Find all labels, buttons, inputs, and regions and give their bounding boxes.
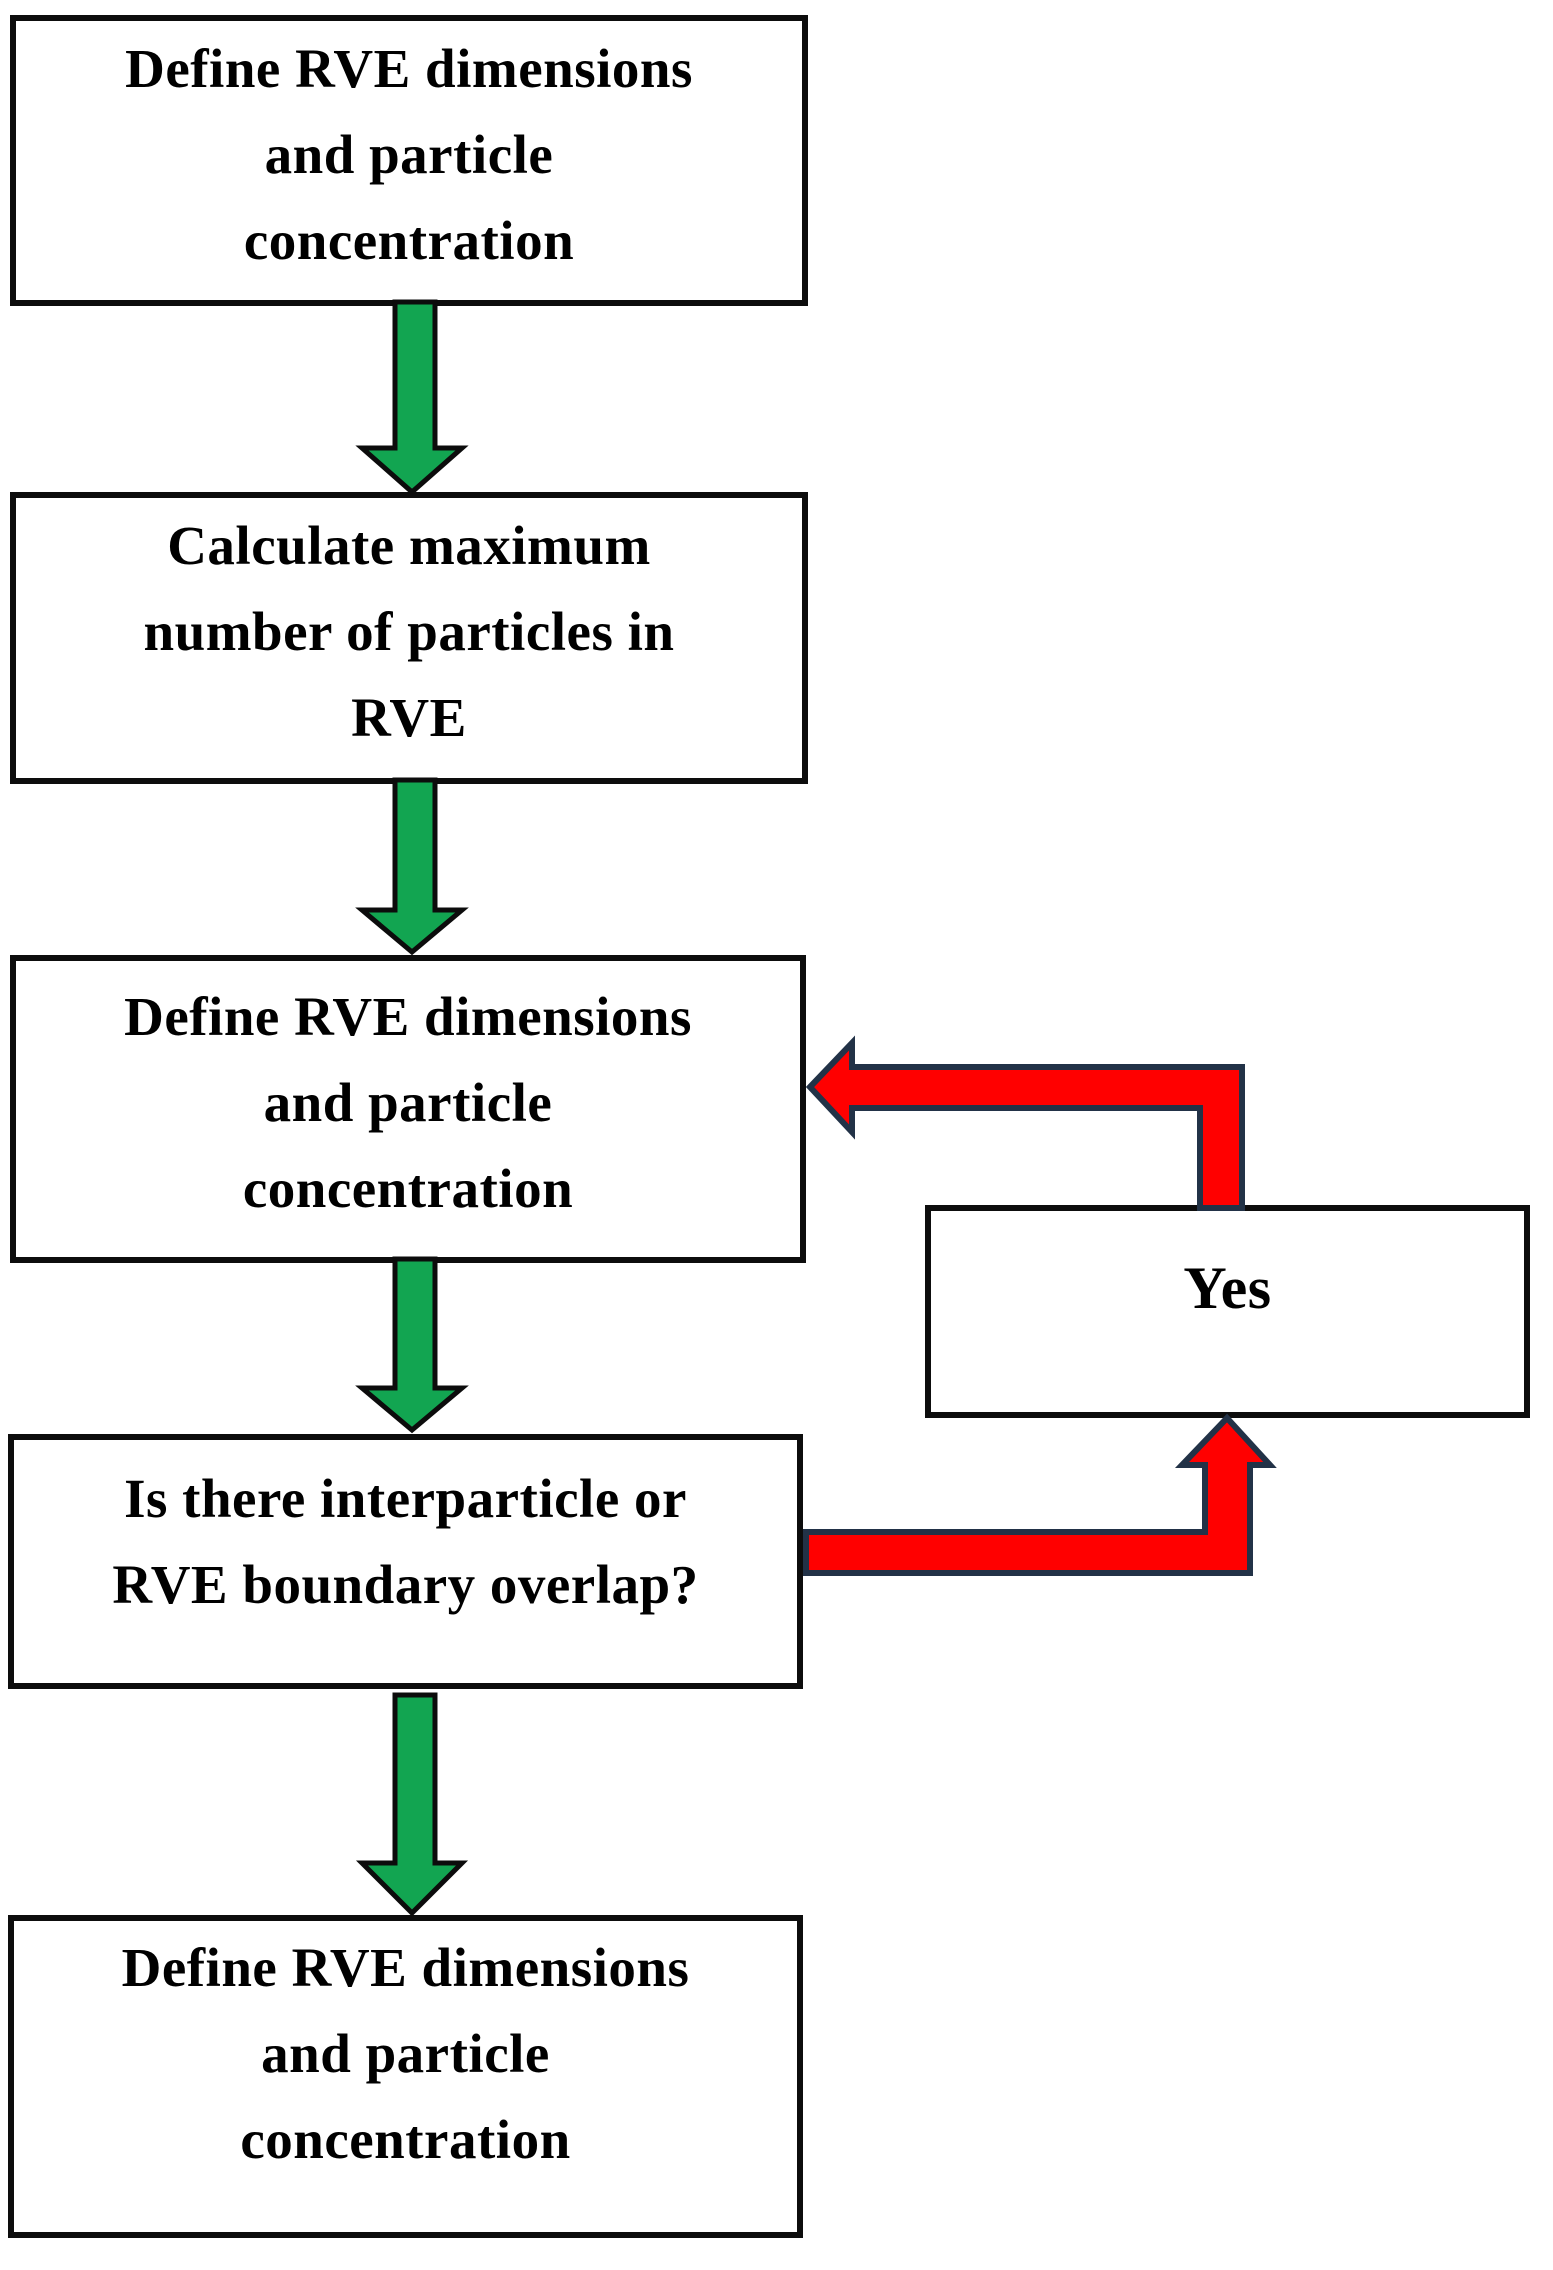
green-arrow-down-4-icon xyxy=(355,1692,469,1917)
step-box-3-label: Define RVE dimensions and particle conce… xyxy=(124,986,692,1219)
green-arrow-down-2-icon xyxy=(355,777,469,956)
red-arrow-yes-up-icon xyxy=(803,1413,1277,1576)
yes-box: Yes xyxy=(925,1205,1530,1418)
step-box-2: Calculate maximum number of particles in… xyxy=(10,492,808,784)
step-box-1-label: Define RVE dimensions and particle conce… xyxy=(125,37,693,271)
green-arrow-down-1-icon xyxy=(355,299,469,496)
green-arrow-down-3-icon xyxy=(355,1256,469,1434)
step-box-4-label: Is there interparticle or RVE boundary o… xyxy=(112,1467,699,1615)
step-box-5-label: Define RVE dimensions and particle conce… xyxy=(121,1936,690,2170)
step-box-5: Define RVE dimensions and particle conce… xyxy=(8,1915,803,2238)
yes-box-label: Yes xyxy=(1183,1254,1272,1321)
step-box-3: Define RVE dimensions and particle conce… xyxy=(10,955,806,1263)
step-box-1: Define RVE dimensions and particle conce… xyxy=(10,15,808,306)
step-box-4-decision: Is there interparticle or RVE boundary o… xyxy=(8,1434,803,1689)
red-arrow-return-left-icon xyxy=(805,1035,1245,1211)
step-box-2-label: Calculate maximum number of particles in… xyxy=(143,515,675,748)
